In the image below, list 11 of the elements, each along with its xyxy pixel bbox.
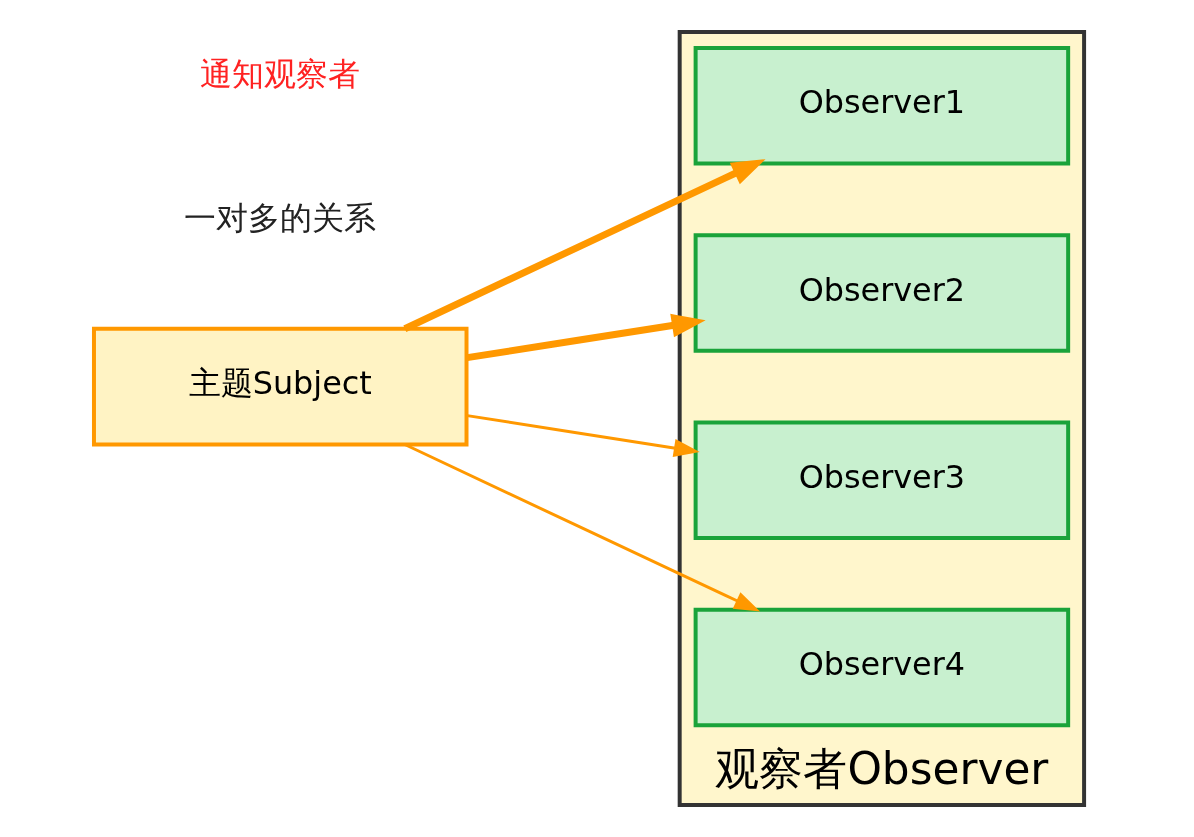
arrow [403, 159, 766, 332]
node-box: Observer3 [693, 420, 1071, 540]
arrow [467, 414, 700, 457]
node-box: Observer2 [693, 233, 1071, 353]
node-box: 主题Subject [92, 326, 469, 447]
arrow [466, 313, 706, 362]
node-box: Observer4 [693, 607, 1071, 728]
arrow [404, 443, 761, 612]
label: 通知观察者 [200, 55, 361, 94]
node-box: Observer1 [693, 45, 1071, 166]
label: 一对多的关系 [184, 198, 377, 237]
